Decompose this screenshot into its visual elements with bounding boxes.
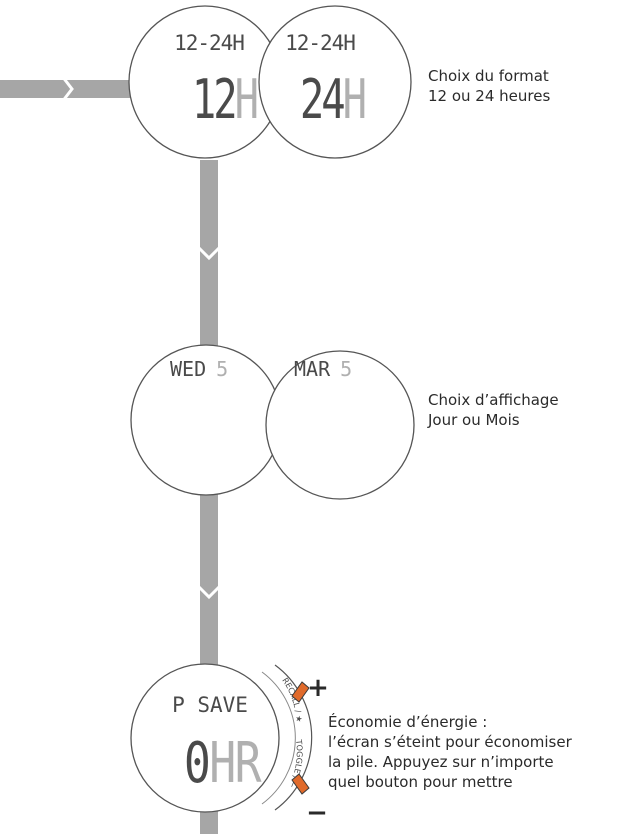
watch-top-label: 12-24H (174, 31, 244, 55)
bezel-arc-inner (261, 671, 296, 805)
bezel-arc (274, 664, 313, 811)
description-line: Choix d’affichage (428, 391, 559, 409)
watch-big-digits: 0HR (184, 730, 262, 795)
step-hour-format: 12-24H 12H 12-24H 24H (128, 5, 412, 159)
chevron-down-icon (195, 583, 223, 600)
connector-vertical-2 (200, 485, 218, 700)
description-line: Choix du format (428, 67, 549, 85)
step-hour-format-description: Choix du format 12 ou 24 heures (428, 66, 550, 106)
connector-horizontal (0, 80, 140, 98)
plus-button[interactable] (291, 681, 310, 703)
step-day-month-description: Choix d’affichage Jour ou Mois (428, 390, 559, 430)
description-line: 12 ou 24 heures (428, 87, 551, 105)
plus-icon: + (307, 673, 329, 703)
step-power-save-description: Économie d’énergie : l’écran s’éteint po… (328, 712, 572, 792)
description-line: quel bouton pour mettre (328, 773, 513, 791)
description-line: Jour ou Mois (428, 411, 520, 429)
connector-vertical-1 (200, 160, 218, 370)
minus-button[interactable] (291, 773, 310, 795)
description-line: la pile. Appuyez sur n’importe (328, 753, 554, 771)
watch-face-24h: 12-24H 24H (258, 5, 412, 159)
minus-icon: − (306, 798, 328, 828)
watch-big-digits: 12H (192, 69, 257, 131)
description-line: Économie d’énergie : (328, 713, 488, 731)
watch-top-label: P SAVE (172, 693, 248, 717)
watch-big-digits: 24H (300, 69, 365, 131)
watch-face-power-save: P SAVE 0HR (130, 663, 280, 813)
watch-top-label: 12-24H (285, 31, 355, 55)
arrow-right-icon (60, 75, 74, 103)
chevron-down-icon (195, 244, 223, 261)
step-power-save: RECALL / ★ TOGGLE / − + − P SAVE 0HR (130, 663, 329, 828)
watch-face-12h: 12-24H 12H (128, 5, 282, 159)
description-line: l’écran s’éteint pour économiser (328, 733, 572, 751)
